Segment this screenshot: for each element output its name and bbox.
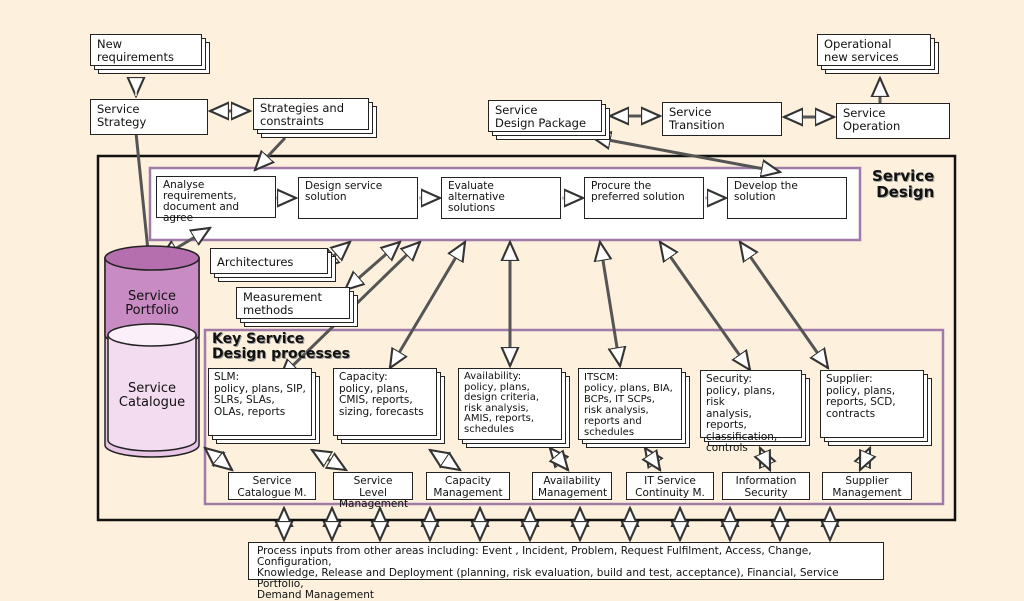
step-procure-solution: Procure the preferred solution <box>584 177 704 219</box>
step-evaluate-alternatives: Evaluate alternative solutions <box>441 177 561 219</box>
it-service-continuity-box: IT Service Continuity M. <box>626 472 714 500</box>
supplier-doc-label: Supplier: policy, plans, reports, SCD, c… <box>820 370 924 438</box>
operational-new-services-doc: Operational new services <box>817 34 941 76</box>
step-design-solution: Design service solution <box>298 177 418 219</box>
capacity-doc-label: Capacity: policy, plans, CMIS, reports, … <box>333 368 437 436</box>
availability-management-box: Availability Management <box>532 472 612 500</box>
itscm-doc: ITSCM: policy, plans, BIA, BCPs, IT SCPs… <box>578 368 692 448</box>
step-analyse-requirements: Analyse requirements, document and agree <box>156 176 276 224</box>
service-operation-box: Service Operation <box>836 103 950 139</box>
slm-doc: SLM: policy, plans, SIP, SLRs, SLAs, OLA… <box>208 368 322 444</box>
step-develop-solution: Develop the solution <box>727 177 847 219</box>
supplier-doc: Supplier: policy, plans, reports, SCD, c… <box>820 370 934 446</box>
process-inputs-box: Process inputs from other areas includin… <box>248 542 884 601</box>
strategies-constraints-doc: Strategies and constraints <box>253 98 379 140</box>
measurement-methods-doc: Measurement methods <box>236 287 360 327</box>
service-catalogue-management-box: Service Catalogue M. <box>228 472 316 500</box>
itscm-doc-label: ITSCM: policy, plans, BIA, BCPs, IT SCPs… <box>578 368 682 440</box>
operational-new-services-label: Operational new services <box>817 34 931 66</box>
service-transition-box: Service Transition <box>662 102 782 136</box>
capacity-doc: Capacity: policy, plans, CMIS, reports, … <box>333 368 447 444</box>
service-strategy-box: Service Strategy <box>90 99 208 135</box>
supplier-management-box: Supplier Management <box>822 472 912 500</box>
key-processes-title: Key Service Design processes <box>212 331 350 362</box>
service-design-package-doc: Service Design Package <box>488 100 612 142</box>
service-portfolio-label: Service Portfolio <box>125 289 179 318</box>
availability-doc-label: Availability: policy, plans, design crit… <box>458 368 562 440</box>
strategies-constraints-label: Strategies and constraints <box>253 98 369 130</box>
security-doc-label: Security: policy, plans, risk analysis, … <box>700 370 802 454</box>
architectures-doc: Architectures <box>210 248 338 282</box>
service-design-package-label: Service Design Package <box>488 100 602 132</box>
service-level-management-box: Service Level Management <box>333 472 413 510</box>
service-catalogue-label: Service Catalogue <box>118 381 186 410</box>
key-processes-frame <box>203 328 945 506</box>
new-requirements-doc: New requirements <box>90 34 212 74</box>
service-design-title: Service Design <box>872 167 935 201</box>
slm-doc-label: SLM: policy, plans, SIP, SLRs, SLAs, OLA… <box>208 368 312 436</box>
architectures-label: Architectures <box>210 248 328 274</box>
service-portfolio-cylinder <box>104 245 200 458</box>
measurement-methods-label: Measurement methods <box>236 287 350 319</box>
information-security-box: Information Security <box>722 472 810 500</box>
security-doc: Security: policy, plans, risk analysis, … <box>700 370 812 454</box>
availability-doc: Availability: policy, plans, design crit… <box>458 368 572 448</box>
new-requirements-label: New requirements <box>90 34 202 66</box>
process-input-arrows <box>284 508 830 540</box>
capacity-management-box: Capacity Management <box>426 472 510 500</box>
